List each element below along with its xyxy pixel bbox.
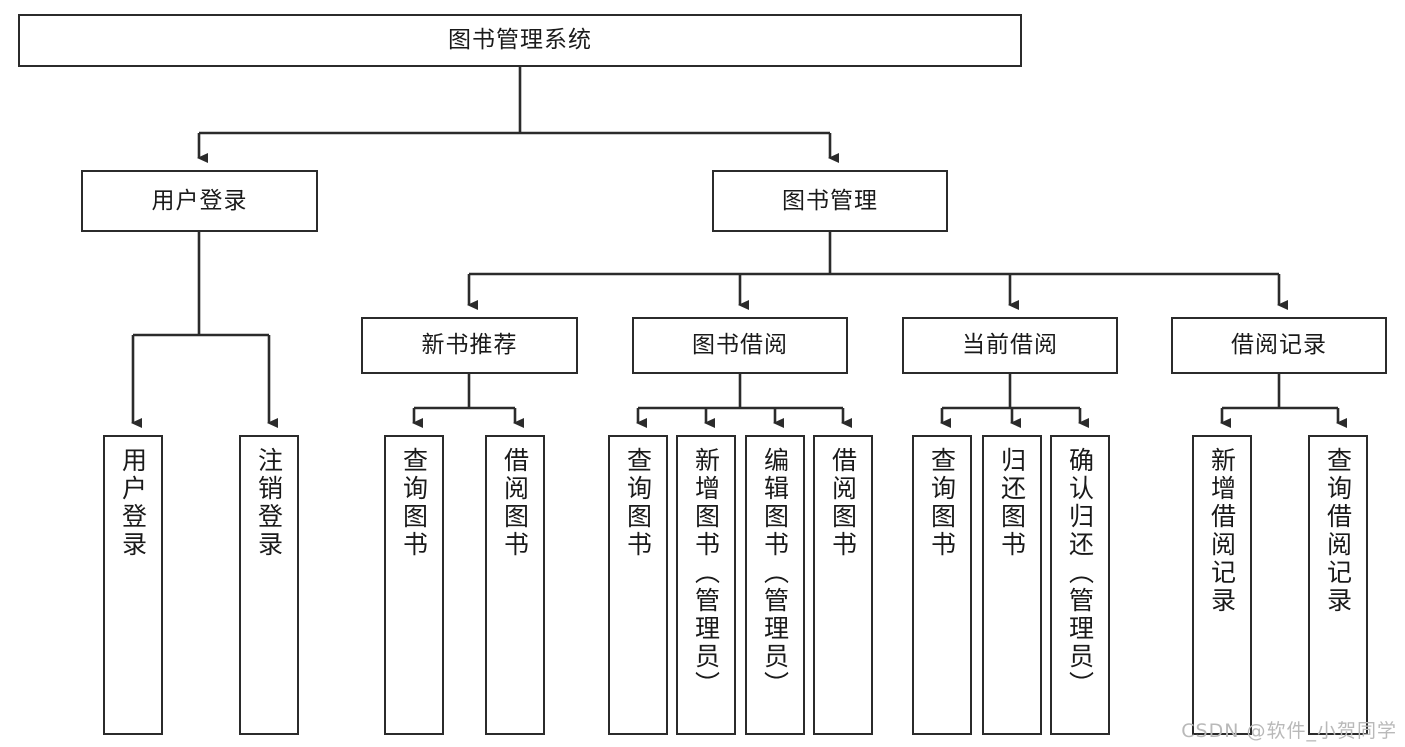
leaf-query-record-label: 查询借阅记录	[1323, 447, 1353, 615]
node-borrow-record[interactable]: 借阅记录	[1171, 317, 1387, 374]
leaf-edit-book[interactable]: 编辑图书（管理员）	[745, 435, 805, 735]
node-current-borrow-label: 当前借阅	[962, 332, 1058, 359]
leaf-add-record[interactable]: 新增借阅记录	[1192, 435, 1252, 735]
leaf-confirm-return[interactable]: 确认归还（管理员）	[1050, 435, 1110, 735]
node-book-management-label: 图书管理	[782, 187, 878, 214]
leaf-add-book-label: 新增图书（管理员）	[691, 447, 721, 699]
leaf-query-book-1-label: 查询图书	[399, 447, 429, 559]
leaf-confirm-return-label: 确认归还（管理员）	[1065, 447, 1095, 699]
leaf-logout-label: 注销登录	[254, 447, 284, 559]
node-book-borrow[interactable]: 图书借阅	[632, 317, 848, 374]
node-book-management[interactable]: 图书管理	[712, 170, 948, 232]
leaf-edit-book-label: 编辑图书（管理员）	[760, 447, 790, 699]
leaf-user-login[interactable]: 用户登录	[103, 435, 163, 735]
node-new-book-recommend-label: 新书推荐	[421, 332, 518, 359]
leaf-logout[interactable]: 注销登录	[239, 435, 299, 735]
leaf-borrow-book-2-label: 借阅图书	[828, 447, 858, 559]
leaf-return-book[interactable]: 归还图书	[982, 435, 1042, 735]
leaf-user-login-label: 用户登录	[118, 447, 148, 559]
leaf-query-record[interactable]: 查询借阅记录	[1308, 435, 1368, 735]
leaf-borrow-book-1[interactable]: 借阅图书	[485, 435, 545, 735]
node-book-borrow-label: 图书借阅	[692, 332, 788, 359]
leaf-borrow-book-1-label: 借阅图书	[500, 447, 530, 559]
node-user-login-label: 用户登录	[151, 187, 248, 214]
leaf-return-book-label: 归还图书	[997, 447, 1027, 559]
leaf-add-record-label: 新增借阅记录	[1207, 447, 1237, 615]
leaf-add-book[interactable]: 新增图书（管理员）	[676, 435, 736, 735]
leaf-borrow-book-2[interactable]: 借阅图书	[813, 435, 873, 735]
leaf-query-book-3[interactable]: 查询图书	[912, 435, 972, 735]
leaf-query-book-3-label: 查询图书	[927, 447, 957, 559]
node-root-system[interactable]: 图书管理系统	[18, 14, 1022, 67]
node-user-login[interactable]: 用户登录	[81, 170, 318, 232]
node-borrow-record-label: 借阅记录	[1231, 332, 1327, 359]
leaf-query-book-1[interactable]: 查询图书	[384, 435, 444, 735]
node-root-system-label: 图书管理系统	[448, 27, 592, 54]
node-new-book-recommend[interactable]: 新书推荐	[361, 317, 578, 374]
node-current-borrow[interactable]: 当前借阅	[902, 317, 1118, 374]
leaf-query-book-2-label: 查询图书	[623, 447, 653, 559]
leaf-query-book-2[interactable]: 查询图书	[608, 435, 668, 735]
